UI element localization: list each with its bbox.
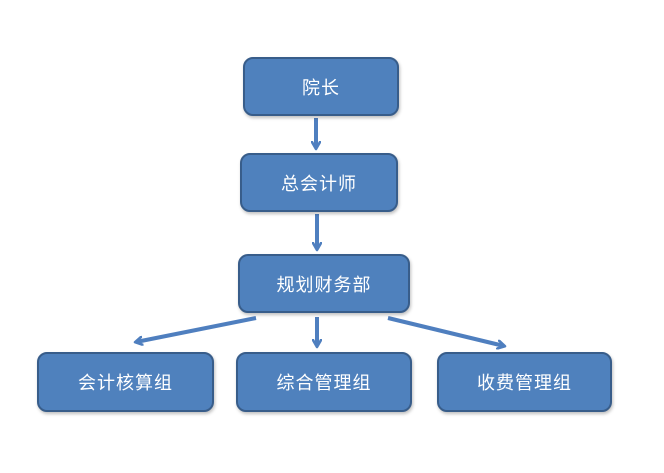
edge-finance-to-fees — [387, 316, 504, 346]
node-finance-dept: 规划财务部 — [238, 254, 410, 313]
node-finance-dept-label: 规划财务部 — [276, 274, 372, 296]
edge-finance-to-accounting — [136, 316, 257, 342]
node-dean: 院长 — [243, 57, 399, 116]
node-cfo-label: 总会计师 — [281, 173, 357, 195]
node-accounting-group-label: 会计核算组 — [78, 373, 173, 394]
node-fee-mgmt-group: 收费管理组 — [437, 352, 612, 412]
node-fee-mgmt-group-label: 收费管理组 — [477, 373, 572, 394]
node-cfo: 总会计师 — [240, 153, 398, 212]
node-dean-label: 院长 — [302, 77, 340, 99]
node-accounting-group: 会计核算组 — [37, 352, 214, 412]
node-general-mgmt-group: 综合管理组 — [236, 352, 412, 412]
node-general-mgmt-group-label: 综合管理组 — [276, 373, 372, 394]
